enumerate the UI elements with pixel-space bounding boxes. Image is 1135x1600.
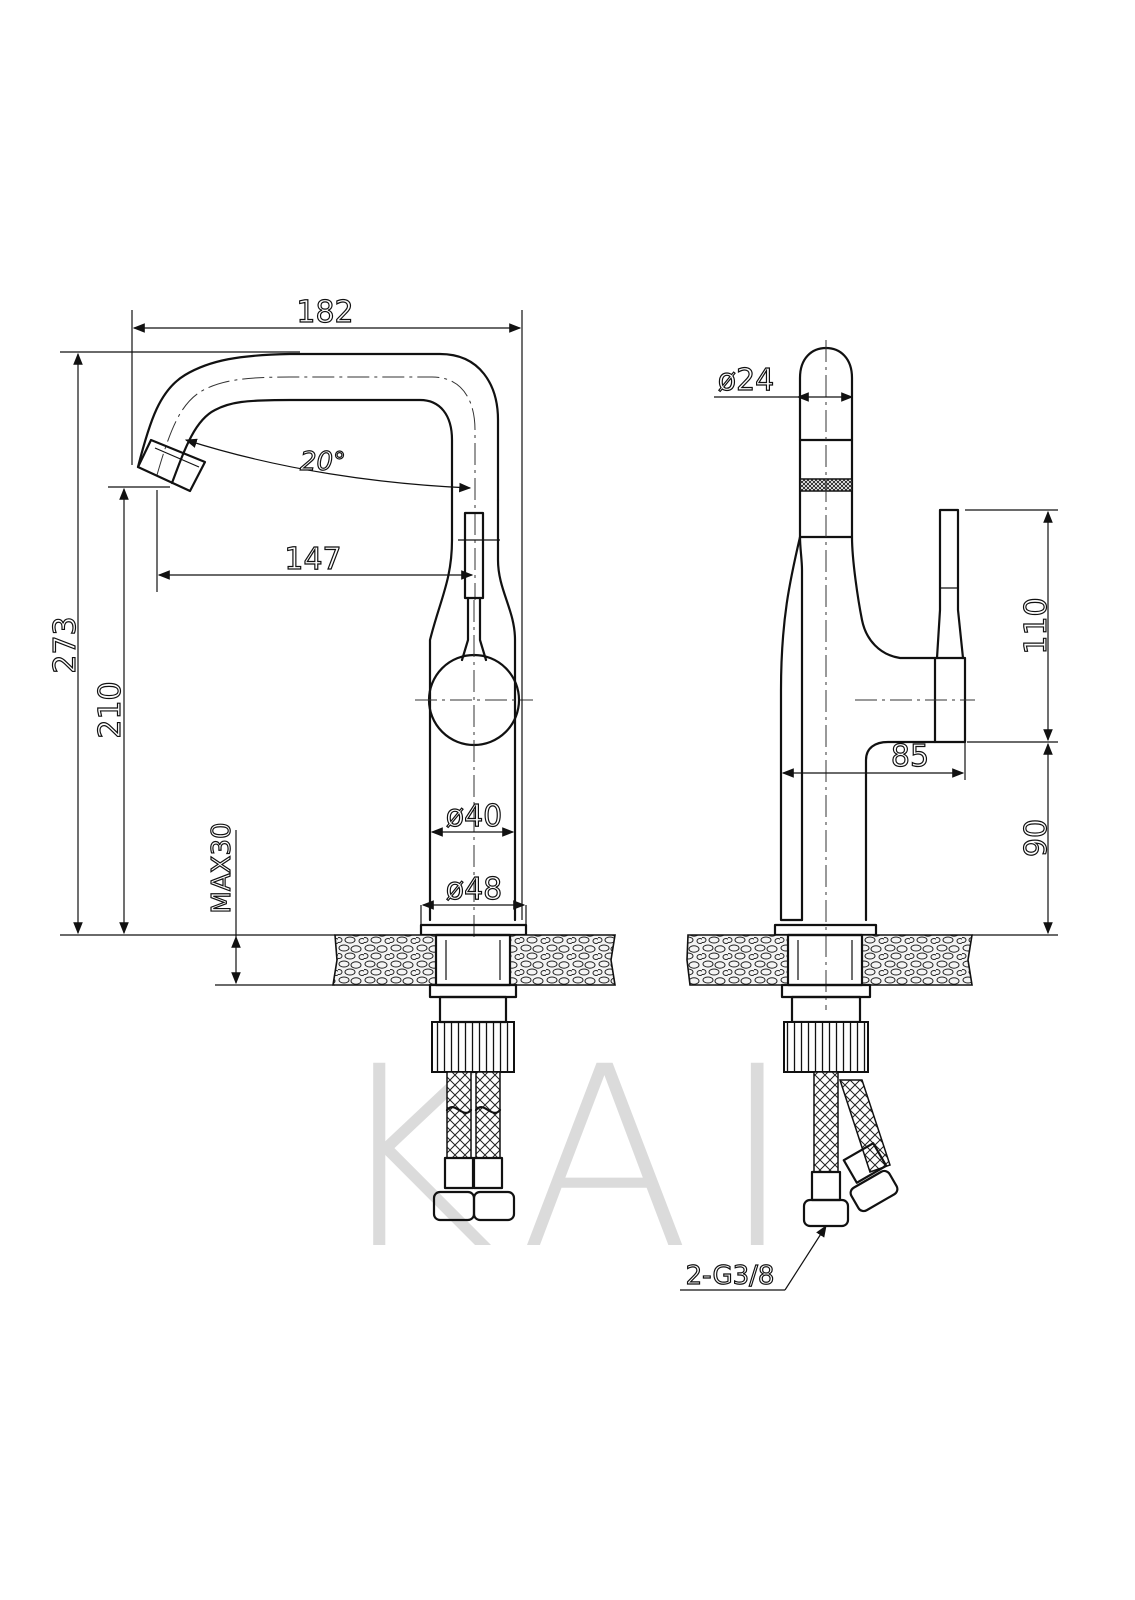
- side-view: [686, 340, 975, 1228]
- dim-width-top: 182: [296, 295, 353, 330]
- dim-total-height: 273: [48, 616, 83, 673]
- watermark-text: KAI: [330, 1013, 824, 1304]
- dim-max-thickness: MAX30: [207, 822, 237, 913]
- dim-connection: 2-G3/8: [686, 1261, 775, 1291]
- dim-spout-height: 210: [93, 681, 128, 738]
- dim-handle-base-height: 90: [1019, 819, 1054, 857]
- front-view: [136, 352, 616, 1222]
- front-view-dimensions: 182 273 210 MAX30 147 20° ø40 ø48: [47, 294, 527, 986]
- watermark: KAI: [330, 1013, 824, 1304]
- dim-body-d40: ø40: [446, 799, 503, 834]
- dim-angle: 20°: [300, 447, 346, 477]
- side-view-dimensions: ø24 110 90 85 2-G3/8: [680, 362, 1058, 1292]
- dim-base-d48: ø48: [446, 872, 503, 907]
- dim-handle-height: 110: [1019, 597, 1054, 654]
- dim-head-d24: ø24: [718, 363, 775, 398]
- dim-spout-reach: 147: [284, 542, 341, 577]
- dim-handle-depth: 85: [891, 739, 929, 774]
